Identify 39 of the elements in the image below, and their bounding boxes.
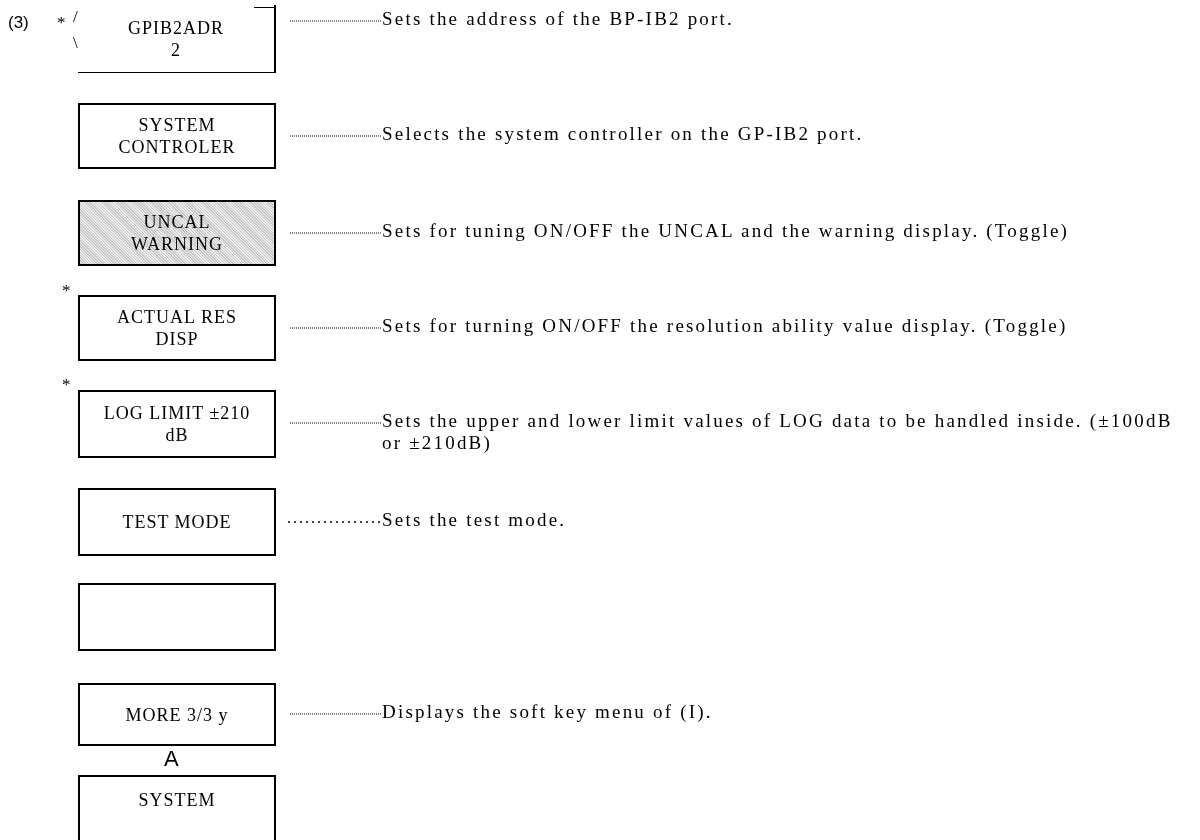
description-text: Selects the system controller on the GP-IB2 port. (382, 123, 1182, 145)
key-label: SYSTEM (138, 789, 216, 811)
description-text: Sets the upper and lower limit values of LOG data to be handled inside. (±100dB or ±210dB) (382, 410, 1194, 454)
soft-key (78, 103, 276, 169)
soft-key (78, 200, 276, 266)
description-text: Displays the soft key menu of (I). (382, 701, 1182, 723)
marker-text: * (62, 374, 71, 396)
key-label: SYSTEM CONTROLER (117, 114, 237, 158)
marker-text: * (62, 280, 71, 302)
key-label: TEST MODE (122, 511, 232, 533)
leader-line (289, 327, 383, 329)
leader-line (289, 20, 383, 22)
soft-key (78, 390, 276, 458)
key-label: UNCAL WARNING (130, 211, 224, 255)
soft-key (78, 488, 276, 556)
description-text: Sets the address of the BP-IB2 port. (382, 8, 1182, 30)
leader-line (289, 135, 383, 137)
marker-text: * (57, 12, 66, 34)
soft-key (78, 295, 276, 361)
description-text: Sets for tuning ON/OFF the UNCAL and the warning display. (Toggle) (382, 220, 1182, 242)
key-label: MORE 3/3 y (125, 703, 229, 726)
leader-line (289, 422, 383, 424)
marker-text: A (164, 745, 179, 773)
marker-text: / (73, 6, 78, 28)
blank-soft-key (78, 583, 276, 651)
key-label: LOG LIMIT ±210 dB (102, 402, 252, 446)
description-text: Sets the test mode. (382, 509, 1182, 531)
description-text: Sets for turning ON/OFF the resolution ability value display. (Toggle) (382, 315, 1182, 337)
leader-line (289, 232, 383, 234)
leader-line (287, 521, 383, 523)
key-label: 2 (171, 38, 181, 61)
soft-key (78, 683, 276, 746)
leader-line (289, 713, 383, 715)
section-number: (3) (8, 12, 29, 34)
soft-key (78, 5, 276, 73)
marker-text: \ (73, 32, 78, 54)
soft-key (78, 775, 276, 840)
key-label: GPIB2ADR (128, 16, 224, 39)
key-label: ACTUAL RES DISP (116, 306, 238, 350)
